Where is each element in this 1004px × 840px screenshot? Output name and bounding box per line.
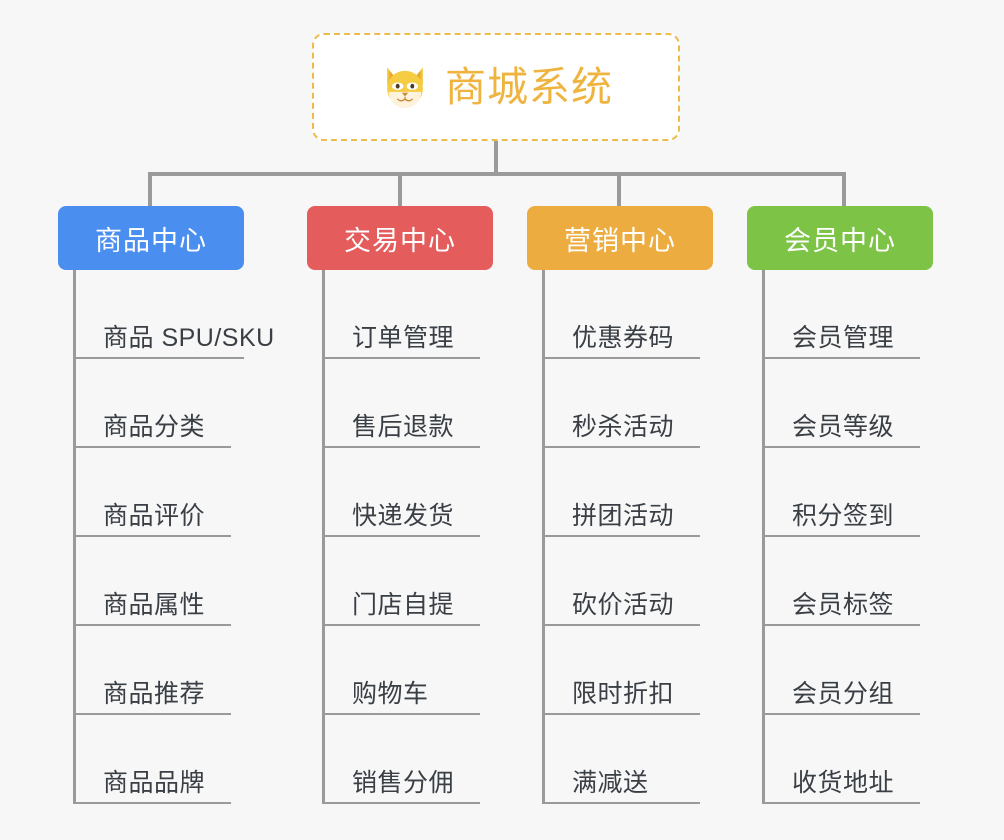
list-item[interactable]: 商品推荐: [73, 626, 244, 715]
leaf-label: 门店自提: [352, 591, 455, 620]
leaf-label: 商品推荐: [103, 680, 206, 709]
leaf-label: 砍价活动: [572, 591, 675, 620]
list-item[interactable]: 会员等级: [762, 359, 933, 448]
category-header-trade[interactable]: 交易中心: [307, 206, 493, 270]
leaf-list-product: 商品 SPU/SKU 商品分类 商品评价 商品属性 商品推荐 商品品牌: [73, 270, 274, 804]
connector-trunk-column-4: [762, 270, 765, 804]
leaf-label: 商品 SPU/SKU: [103, 324, 275, 353]
list-item[interactable]: 门店自提: [322, 537, 493, 626]
list-item[interactable]: 售后退款: [322, 359, 493, 448]
list-item[interactable]: 收货地址: [762, 715, 933, 804]
leaf-label: 商品品牌: [103, 769, 206, 798]
root-node-title: 商城系统: [445, 63, 613, 110]
category-column-trade: 交易中心 订单管理 售后退款 快递发货 门店自提 购物车 销售分佣: [307, 206, 493, 804]
leaf-label: 商品分类: [103, 413, 206, 442]
list-item[interactable]: 限时折扣: [542, 626, 713, 715]
leaf-label: 秒杀活动: [572, 413, 675, 442]
leaf-label: 拼团活动: [572, 502, 675, 531]
list-item[interactable]: 商品评价: [73, 448, 244, 537]
category-header-label: 商品中心: [95, 225, 207, 256]
leaf-label: 限时折扣: [572, 680, 675, 709]
root-node-mall-system[interactable]: 商城系统: [312, 33, 680, 141]
leaf-label: 优惠券码: [572, 324, 675, 353]
category-header-product[interactable]: 商品中心: [58, 206, 244, 270]
category-column-marketing: 营销中心 优惠券码 秒杀活动 拼团活动 砍价活动 限时折扣 满减送: [527, 206, 713, 804]
list-item[interactable]: 会员管理: [762, 270, 933, 359]
connector-drop-column-2: [398, 172, 402, 206]
leaf-label: 商品评价: [103, 502, 206, 531]
connector-trunk-column-2: [322, 270, 325, 804]
leaf-label: 满减送: [572, 769, 649, 798]
list-item[interactable]: 购物车: [322, 626, 493, 715]
leaf-label: 积分签到: [792, 502, 895, 531]
leaf-label: 售后退款: [352, 413, 455, 442]
leaf-list-trade: 订单管理 售后退款 快递发货 门店自提 购物车 销售分佣: [322, 270, 493, 804]
leaf-label: 会员管理: [792, 324, 895, 353]
list-item[interactable]: 满减送: [542, 715, 713, 804]
connector-drop-column-3: [617, 172, 621, 206]
leaf-label: 商品属性: [103, 591, 206, 620]
leaf-list-member: 会员管理 会员等级 积分签到 会员标签 会员分组 收货地址: [762, 270, 933, 804]
leaf-label: 购物车: [352, 680, 429, 709]
connector-horizontal-bus: [148, 172, 846, 176]
connector-drop-column-4: [842, 172, 846, 206]
list-item[interactable]: 订单管理: [322, 270, 493, 359]
category-column-product: 商品中心 商品 SPU/SKU 商品分类 商品评价 商品属性 商品推荐 商品品牌: [58, 206, 274, 804]
leaf-label: 会员分组: [792, 680, 895, 709]
leaf-label: 订单管理: [352, 324, 455, 353]
list-item[interactable]: 优惠券码: [542, 270, 713, 359]
list-item[interactable]: 商品分类: [73, 359, 244, 448]
connector-trunk-column-1: [73, 270, 76, 804]
category-header-label: 会员中心: [784, 225, 896, 256]
list-item[interactable]: 会员标签: [762, 537, 933, 626]
category-header-member[interactable]: 会员中心: [747, 206, 933, 270]
leaf-label: 会员等级: [792, 413, 895, 442]
leaf-label: 收货地址: [792, 769, 895, 798]
category-header-label: 营销中心: [564, 225, 676, 256]
list-item[interactable]: 拼团活动: [542, 448, 713, 537]
list-item[interactable]: 积分签到: [762, 448, 933, 537]
list-item[interactable]: 会员分组: [762, 626, 933, 715]
list-item[interactable]: 商品属性: [73, 537, 244, 626]
connector-root-stem: [494, 141, 498, 175]
leaf-label: 销售分佣: [352, 769, 455, 798]
leaf-list-marketing: 优惠券码 秒杀活动 拼团活动 砍价活动 限时折扣 满减送: [542, 270, 713, 804]
category-header-marketing[interactable]: 营销中心: [527, 206, 713, 270]
leaf-label: 会员标签: [792, 591, 895, 620]
connector-drop-column-1: [148, 172, 152, 206]
leaf-label: 快递发货: [352, 502, 455, 531]
list-item[interactable]: 快递发货: [322, 448, 493, 537]
connector-trunk-column-3: [542, 270, 545, 804]
list-item[interactable]: 商品品牌: [73, 715, 244, 804]
list-item[interactable]: 销售分佣: [322, 715, 493, 804]
shiba-dog-face-icon: [379, 61, 431, 113]
category-header-label: 交易中心: [344, 225, 456, 256]
list-item[interactable]: 砍价活动: [542, 537, 713, 626]
list-item[interactable]: 秒杀活动: [542, 359, 713, 448]
category-column-member: 会员中心 会员管理 会员等级 积分签到 会员标签 会员分组 收货地址: [747, 206, 933, 804]
list-item[interactable]: 商品 SPU/SKU: [73, 270, 274, 359]
